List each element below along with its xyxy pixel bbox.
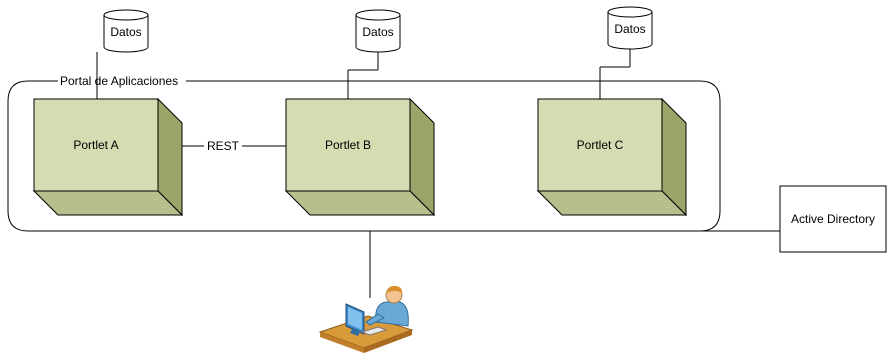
portlet-a: Portlet A bbox=[32, 97, 184, 217]
cube-front bbox=[33, 98, 159, 192]
active-directory-frame bbox=[779, 185, 887, 253]
portlet-c: Portlet C bbox=[536, 97, 688, 217]
cube-bottom bbox=[284, 190, 436, 216]
cube-front bbox=[285, 98, 411, 192]
datastore-a: Datos bbox=[103, 9, 149, 53]
portal-container: Portal de Aplicaciones bbox=[7, 74, 721, 232]
database-icon bbox=[607, 6, 653, 50]
user-at-computer-icon bbox=[318, 285, 414, 353]
portlet-label: Portlet A bbox=[73, 138, 118, 152]
datastore-label: Datos bbox=[362, 25, 393, 39]
portal-border bbox=[7, 80, 721, 232]
portal-label: Portal de Aplicaciones bbox=[60, 74, 178, 88]
portlet-label: Portlet B bbox=[325, 138, 371, 152]
cube-bottom bbox=[536, 190, 688, 216]
datastore-label: Datos bbox=[110, 25, 141, 39]
datastore-b: Datos bbox=[355, 9, 401, 53]
database-icon bbox=[355, 9, 401, 53]
active-directory-box: Active Directory bbox=[779, 185, 887, 253]
database-icon bbox=[103, 9, 149, 53]
cube-front bbox=[537, 98, 663, 192]
rest-label: REST bbox=[207, 139, 240, 153]
datastore-c: Datos bbox=[607, 6, 653, 50]
datastore-label: Datos bbox=[614, 22, 645, 36]
portlet-label: Portlet C bbox=[577, 138, 624, 152]
active-directory-label: Active Directory bbox=[791, 212, 875, 226]
cube-bottom bbox=[32, 190, 184, 216]
portlet-b: Portlet B bbox=[284, 97, 436, 217]
